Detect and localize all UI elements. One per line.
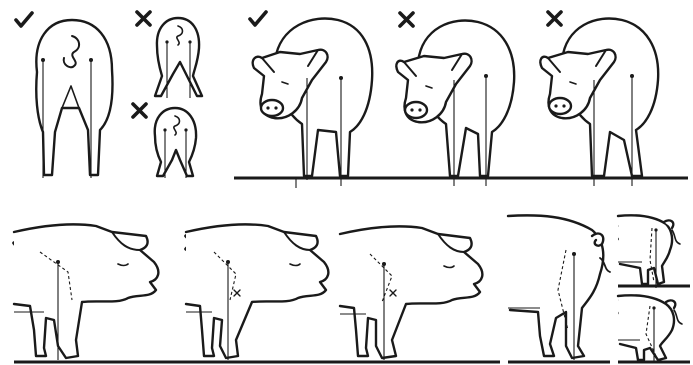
cross-icon: [133, 104, 146, 117]
cross-icon: [548, 12, 561, 25]
side-rear-view-incorrect-2: [618, 295, 690, 362]
check-icon: [250, 12, 266, 25]
side-rear-view-correct: [508, 215, 610, 362]
side-front-view-correct: [14, 224, 158, 360]
cross-icon: [137, 12, 150, 25]
side-front-view-incorrect-1: [186, 224, 328, 360]
cross-icon: [400, 13, 413, 26]
front-view-incorrect-2: [540, 12, 658, 186]
side-rear-view-incorrect-1: [618, 215, 690, 288]
side-front-view-incorrect-2: [340, 226, 482, 360]
rear-view-incorrect-2: [133, 104, 196, 178]
rear-view-incorrect-1: [137, 12, 202, 98]
front-view-incorrect-1: [396, 13, 514, 186]
front-view-correct: [250, 12, 372, 188]
rear-view-correct: [16, 13, 113, 178]
check-icon: [16, 13, 32, 26]
